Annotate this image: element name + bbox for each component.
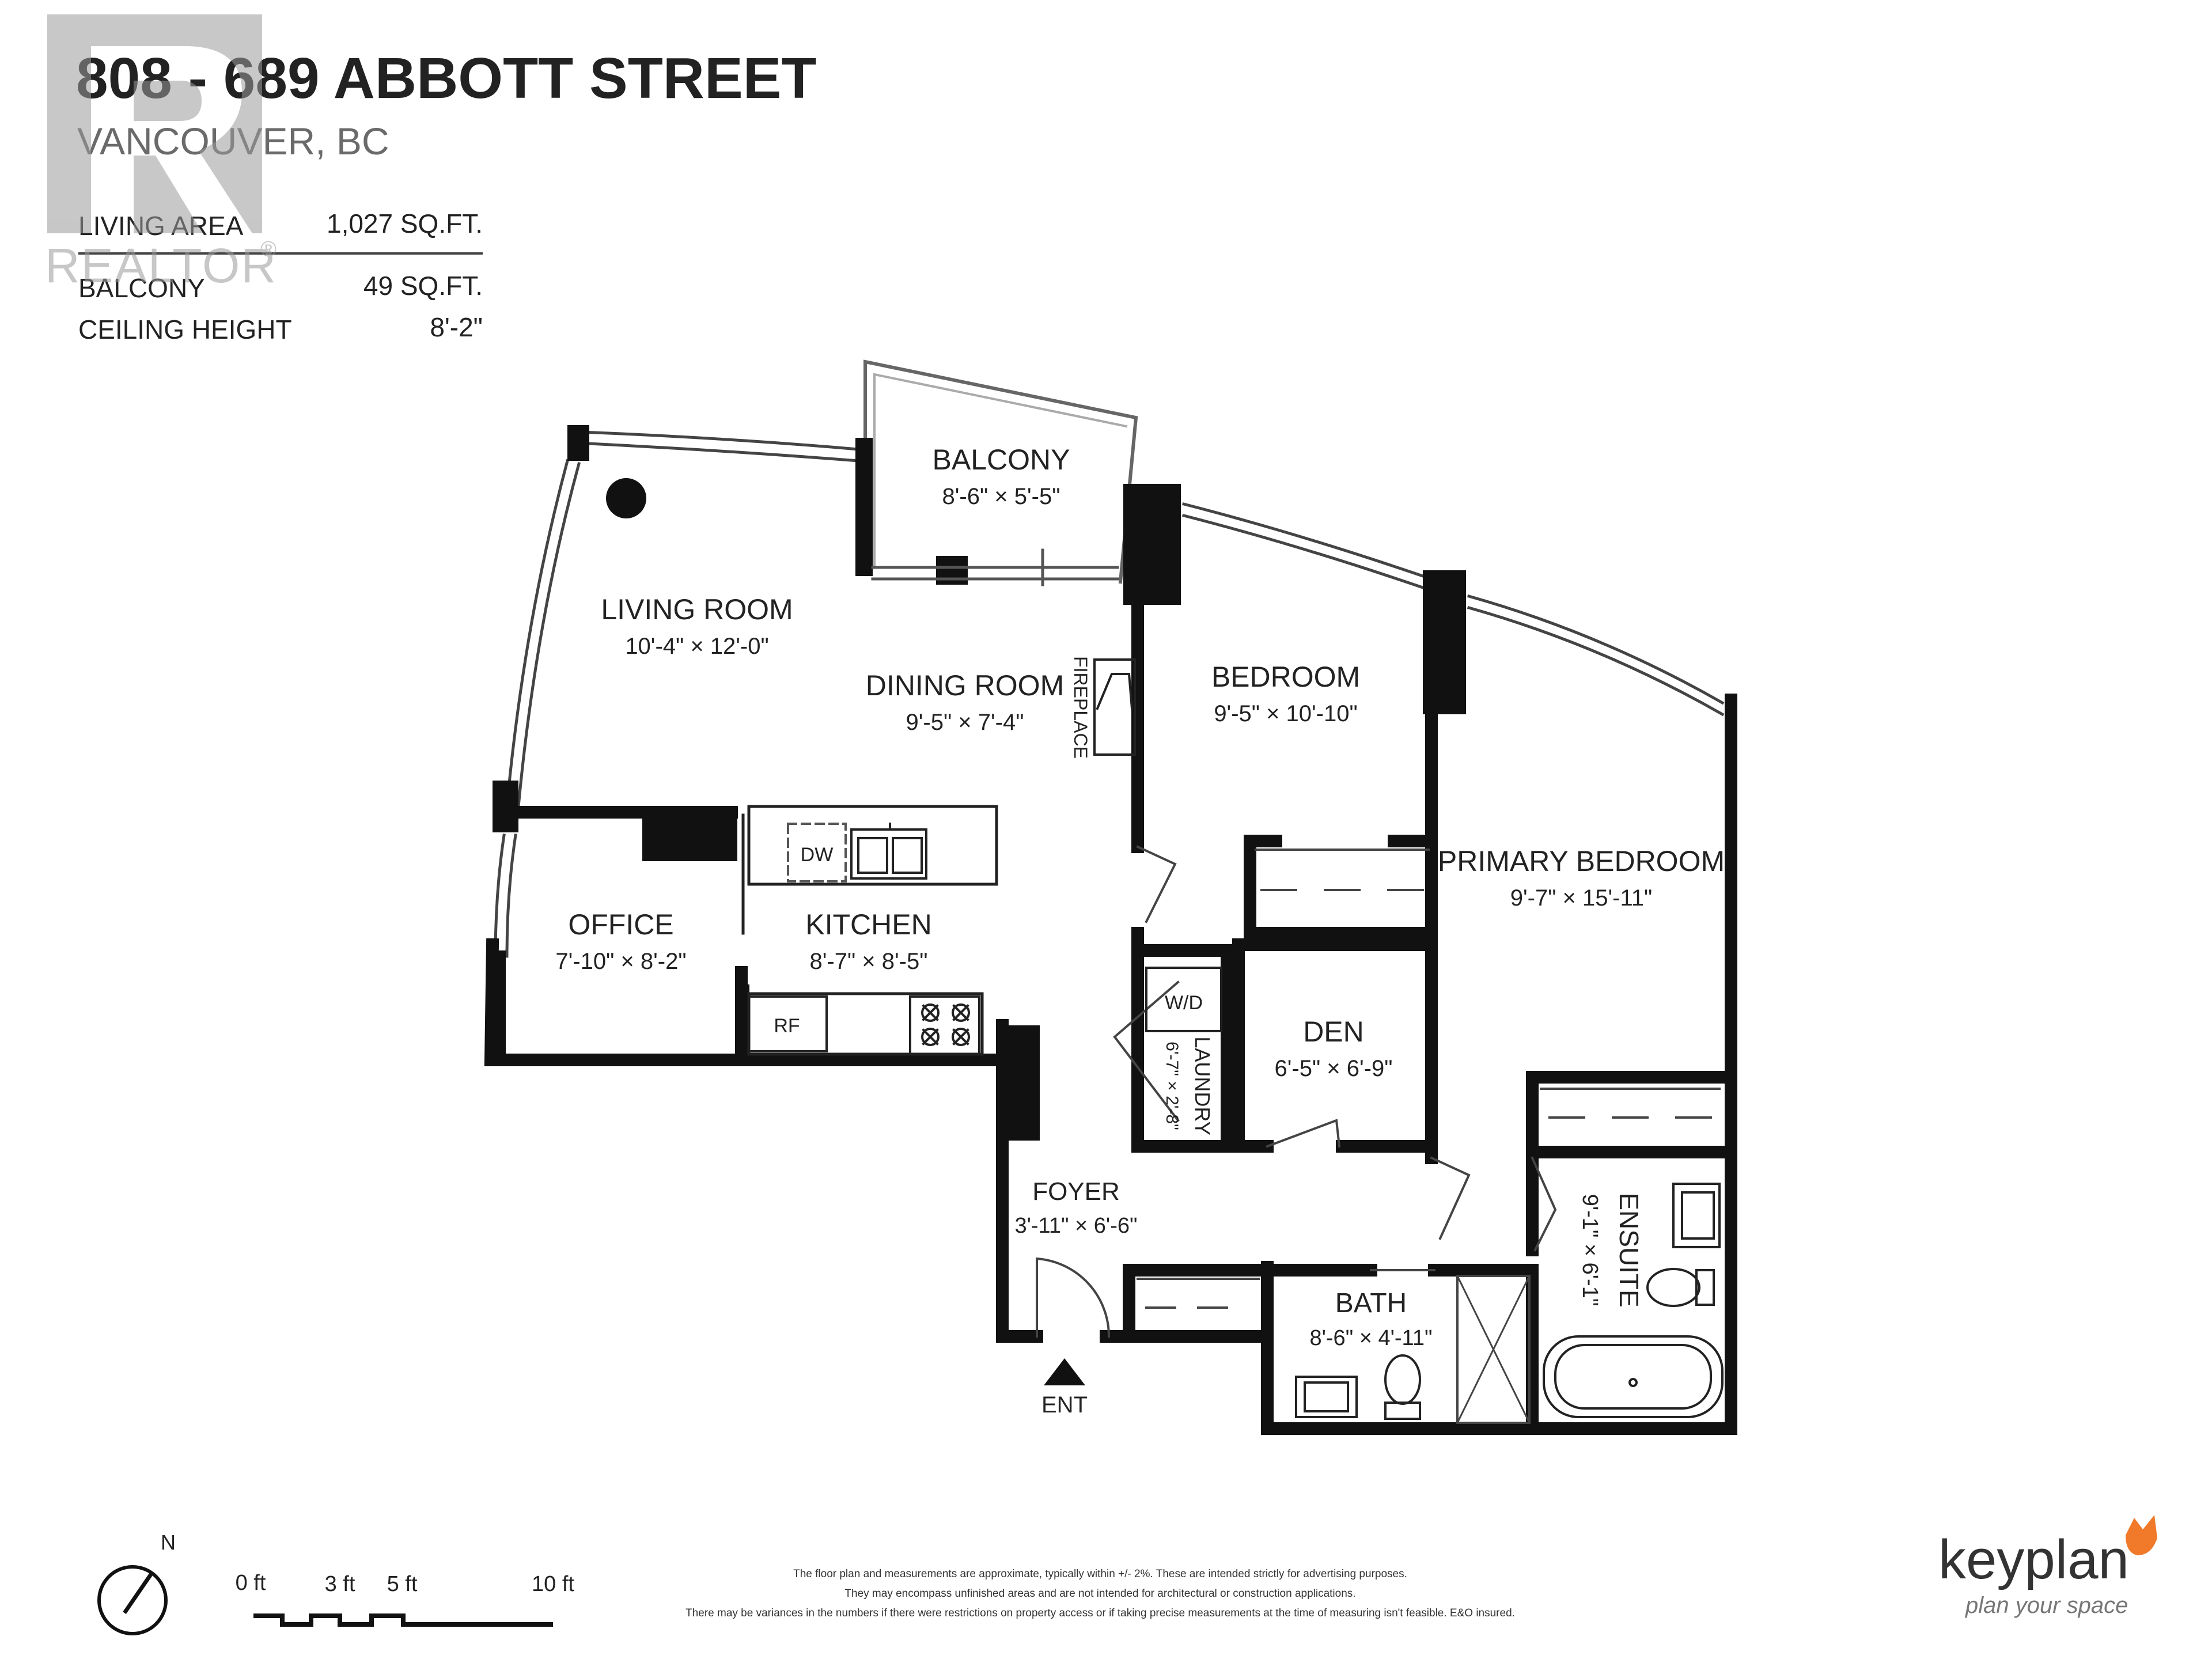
- stat-label-balcony: BALCONY: [78, 273, 205, 303]
- entrance-arrow-icon: [1044, 1358, 1085, 1385]
- kitchen-dims: 8'-7" × 8'-5": [810, 949, 928, 974]
- laundry-bifold-door-icon: [1113, 980, 1180, 1122]
- stat-label-ceiling-height: CEILING HEIGHT: [78, 315, 292, 344]
- office-name: OFFICE: [568, 908, 673, 941]
- compass-north-label: N: [161, 1531, 176, 1554]
- bedroom-door-icon: [1136, 845, 1177, 923]
- office-dims: 7'-10" × 8'-2": [555, 949, 686, 974]
- foyer-name: FOYER: [1032, 1177, 1120, 1206]
- bathtub-icon: [1543, 1335, 1724, 1418]
- room-labels: BALCONY 8'-6" × 5'-5" LIVING ROOM 10'-4"…: [555, 444, 1725, 1418]
- ensuite-dims: 9'-1" × 6'-1": [1578, 1194, 1602, 1306]
- dishwasher-label: DW: [801, 844, 834, 866]
- laundry-name: LAUNDRY: [1191, 1036, 1214, 1135]
- bath-dims: 8'-6" × 4'-11": [1310, 1326, 1433, 1350]
- ensuite-name: ENSUITE: [1614, 1192, 1644, 1307]
- primary-bedroom-name: PRIMARY BEDROOM: [1438, 845, 1725, 877]
- floor-plan: [484, 359, 1737, 1435]
- round-column: [606, 478, 646, 518]
- bath-toilet-icon: [1384, 1354, 1421, 1420]
- shower-icon: [1456, 1274, 1531, 1425]
- compass-needle-icon: [123, 1573, 153, 1614]
- entry-door-swing: [1036, 1257, 1111, 1338]
- sink-icon: [850, 823, 927, 880]
- bath-sink-icon: [1295, 1376, 1358, 1418]
- living-window-wall: [494, 430, 860, 958]
- stat-value-ceiling-height: 8'-2": [430, 312, 483, 342]
- scale-tick-0: 0 ft: [236, 1571, 266, 1595]
- realtor-registered-mark: ®: [260, 237, 276, 262]
- stat-value-balcony: 49 SQ.FT.: [363, 271, 483, 301]
- disclaimer-line-2: They may encompass unfinished areas and …: [844, 1588, 1355, 1600]
- washer-dryer-icon: [1145, 967, 1222, 1032]
- scale-tick-10: 10 ft: [532, 1572, 574, 1596]
- fridge-label: RF: [774, 1015, 800, 1037]
- den-dims: 6'-5" × 6'-9": [1275, 1056, 1393, 1081]
- bedroom-dims: 9'-5" × 10'-10": [1214, 701, 1357, 726]
- living-room-dims: 10'-4" × 12'-0": [625, 634, 768, 659]
- kitchen-cabinetry: [741, 805, 998, 1056]
- scale-tick-3: 3 ft: [325, 1572, 355, 1596]
- bath-name: BATH: [1335, 1288, 1407, 1319]
- dishwasher-icon: [787, 823, 847, 882]
- entrance-label: ENT: [1041, 1392, 1088, 1418]
- door-swings: [1036, 845, 1557, 1338]
- ensuite-toilet-icon: [1646, 1268, 1715, 1307]
- structural-walls: [484, 575, 1737, 1435]
- scale-bar: 0 ft 3 ft 5 ft 10 ft: [236, 1571, 574, 1627]
- balcony-name: BALCONY: [933, 444, 1070, 476]
- foyer-dims: 3'-11" × 6'-6": [1015, 1214, 1138, 1238]
- living-room-name: LIVING ROOM: [601, 593, 793, 626]
- realtor-watermark-logo: REALTOR ®: [45, 14, 277, 293]
- disclaimer: The floor plan and measurements are appr…: [685, 1568, 1515, 1619]
- keyplan-logo: keyplan plan your space: [1938, 1515, 2157, 1618]
- dining-room-dims: 9'-5" × 7'-4": [906, 710, 1024, 735]
- compass-ring: [97, 1565, 168, 1635]
- keyplan-wordmark: keyplan: [1938, 1529, 2129, 1590]
- header: 808 - 689 ABBOTT STREET VANCOUVER, BC LI…: [76, 46, 817, 344]
- bedroom-name: BEDROOM: [1211, 661, 1360, 693]
- fox-icon: [2126, 1515, 2157, 1555]
- fridge-icon: [748, 995, 828, 1052]
- balcony-dims: 8'-6" × 5'-5": [942, 484, 1060, 509]
- scale-tick-5: 5 ft: [387, 1572, 418, 1596]
- balcony-sliding-door: [871, 548, 1119, 586]
- realtor-wordmark: REALTOR: [45, 238, 277, 293]
- keyplan-tagline: plan your space: [1965, 1593, 2128, 1618]
- fireplace-label: FIREPLACE: [1070, 656, 1091, 759]
- dining-room-name: DINING ROOM: [866, 669, 1064, 702]
- laundry-dims: 6'-7" × 2'-8": [1162, 1041, 1181, 1130]
- disclaimer-line-1: The floor plan and measurements are appr…: [793, 1568, 1407, 1580]
- closet-dashes: [1137, 849, 1721, 1309]
- ensuite-door-icon: [1531, 1156, 1557, 1252]
- den-door-icon: [1266, 1119, 1341, 1148]
- stove-icon: [909, 995, 980, 1055]
- den-name: DEN: [1303, 1016, 1364, 1048]
- fireplace-icon: [1093, 658, 1136, 756]
- bedroom-window-wall: [1181, 502, 1725, 717]
- ensuite-sink-icon: [1672, 1183, 1721, 1248]
- washer-dryer-label: W/D: [1165, 992, 1203, 1014]
- column-blocks: [490, 425, 1466, 1141]
- north-compass: N: [97, 1531, 176, 1635]
- stat-value-living-area: 1,027 SQ.FT.: [327, 209, 483, 238]
- primary-door-icon: [1430, 1156, 1471, 1240]
- scale-bar-line: [253, 1613, 553, 1627]
- disclaimer-line-3: There may be variances in the numbers if…: [685, 1607, 1515, 1619]
- realtor-r-mark: [47, 14, 262, 233]
- primary-bedroom-dims: 9'-7" × 15'-11": [1510, 885, 1652, 911]
- kitchen-name: KITCHEN: [805, 908, 931, 941]
